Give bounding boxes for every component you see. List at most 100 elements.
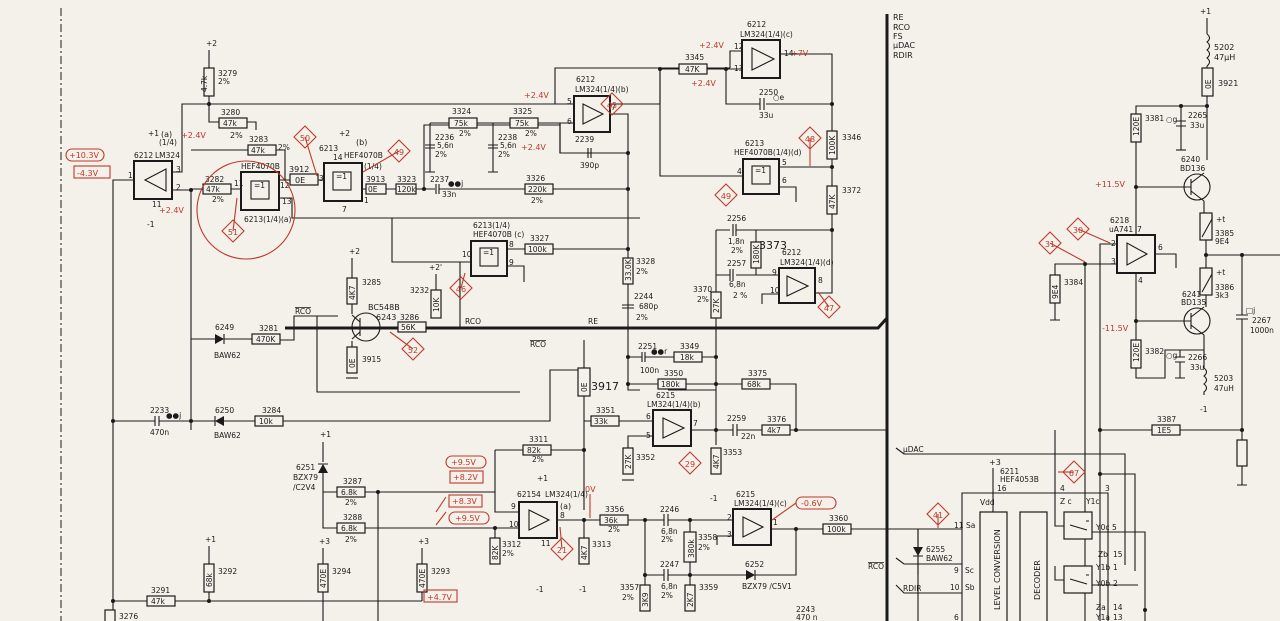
svg-text:2%: 2% [661, 535, 673, 544]
svg-text:6.8k: 6.8k [341, 524, 358, 533]
svg-text:2%: 2% [636, 313, 648, 322]
svg-text:RCO: RCO [295, 307, 311, 316]
svg-text:2236: 2236 [435, 133, 454, 142]
svg-text:36k: 36k [604, 516, 619, 525]
test-point-label: 46 [456, 285, 466, 294]
svg-text:8: 8 [560, 511, 565, 520]
svg-text:470n: 470n [150, 428, 169, 437]
svg-text:4: 4 [737, 167, 742, 176]
svg-text:+8.3V: +8.3V [452, 497, 477, 506]
svg-text:RDIR: RDIR [903, 584, 921, 593]
svg-text:3373: 3373 [759, 239, 787, 252]
svg-text:-1: -1 [147, 220, 155, 229]
svg-text:2233: 2233 [150, 406, 169, 415]
transistor-6240: 6240 BD136 [1136, 155, 1211, 202]
svg-text:Za: Za [1096, 603, 1106, 612]
svg-text:3312: 3312 [502, 540, 521, 549]
svg-text:6255: 6255 [926, 545, 945, 554]
svg-text:2%: 2% [622, 593, 634, 602]
svg-text:RCO: RCO [868, 562, 884, 571]
svg-text:470K: 470K [256, 335, 276, 344]
svg-text:Sc: Sc [965, 566, 974, 575]
svg-text:220k: 220k [528, 185, 547, 194]
svg-text:2: 2 [176, 183, 181, 192]
svg-text:Sb: Sb [965, 583, 975, 592]
test-point-marker-49 [387, 139, 411, 163]
test-point-label: 49 [721, 192, 731, 201]
svg-text:2256: 2256 [727, 214, 746, 223]
svg-text:BZX79 /C5V1: BZX79 /C5V1 [742, 582, 792, 591]
svg-text:33u: 33u [759, 111, 774, 120]
svg-text:6213: 6213 [319, 144, 338, 153]
svg-text:3281: 3281 [259, 324, 278, 333]
svg-text:HEF4070B (c): HEF4070B (c) [473, 230, 524, 239]
svg-text:3294: 3294 [332, 567, 351, 576]
svg-text:3915: 3915 [362, 355, 381, 364]
svg-text:2250: 2250 [759, 88, 778, 97]
svg-text:3384: 3384 [1064, 278, 1083, 287]
svg-text:3357: 3357 [620, 583, 639, 592]
svg-text:470E: 470E [319, 569, 328, 588]
svg-text:-4.3V: -4.3V [77, 169, 99, 178]
svg-text:6213: 6213 [745, 139, 764, 148]
test-point-marker-46 [449, 276, 473, 300]
test-point-marker-52 [401, 337, 425, 361]
svg-text:DECODER: DECODER [1033, 560, 1042, 600]
svg-text:3323: 3323 [397, 175, 416, 184]
svg-text:2266: 2266 [1188, 353, 1207, 362]
svg-text:RE: RE [588, 317, 598, 326]
svg-text:(1/4): (1/4) [159, 138, 177, 147]
svg-text:9: 9 [509, 258, 514, 267]
svg-text:□j: □j [1246, 306, 1255, 315]
svg-text:=1: =1 [755, 166, 766, 175]
svg-text:0V: 0V [585, 485, 596, 494]
svg-text:2246: 2246 [660, 505, 679, 514]
svg-text:2: 2 [727, 513, 732, 522]
svg-text:●●r: ●●r [651, 347, 668, 356]
svg-text:4K7: 4K7 [580, 545, 589, 560]
svg-text:+2.4V: +2.4V [181, 131, 206, 140]
svg-text:-1: -1 [710, 494, 718, 503]
svg-text:RCO: RCO [465, 317, 481, 326]
svg-text:4: 4 [1060, 484, 1065, 493]
svg-text:+2: +2 [349, 247, 360, 256]
svg-text:14: 14 [1113, 603, 1123, 612]
svg-text:LM324(1/4): LM324(1/4) [545, 490, 588, 499]
ic-6215b: 6215 LM324(1/4)(b) 6 5 7 [646, 391, 701, 447]
test-point-leader [232, 197, 238, 232]
svg-text:82K: 82K [491, 544, 500, 560]
svg-text:3291: 3291 [151, 586, 170, 595]
svg-text:6: 6 [782, 176, 787, 185]
svg-text:LM324(1/4)(d): LM324(1/4)(d) [780, 258, 834, 267]
svg-text:2%: 2% [661, 591, 673, 600]
svg-text:6250: 6250 [215, 406, 234, 415]
svg-text:2237: 2237 [430, 175, 449, 184]
svg-text:Sa: Sa [966, 521, 975, 530]
svg-text:47k: 47k [151, 597, 166, 606]
test-point-marker-21 [550, 537, 574, 561]
ic-6213b: =1 6213 (b) HEF4070B (1/4) 3 14 7 1 +2 [319, 129, 383, 214]
test-point-leader [817, 291, 830, 308]
svg-text:2%: 2% [230, 131, 243, 140]
svg-text:3370: 3370 [693, 285, 712, 294]
svg-text:9E4: 9E4 [1051, 284, 1060, 299]
svg-text:100n: 100n [640, 366, 659, 375]
test-point-marker-51 [221, 219, 245, 243]
svg-text:1: 1 [364, 196, 369, 205]
svg-text:0E: 0E [580, 382, 589, 392]
svg-text:11: 11 [234, 179, 244, 188]
svg-text:6213(1/4): 6213(1/4) [473, 221, 510, 230]
svg-text:33u: 33u [1190, 363, 1205, 372]
svg-text:2244: 2244 [634, 292, 653, 301]
svg-text:6.8k: 6.8k [341, 488, 358, 497]
svg-text:2%: 2% [731, 246, 743, 255]
svg-text:3381: 3381 [1145, 114, 1164, 123]
svg-text:3282: 3282 [205, 175, 224, 184]
svg-text:6212: 6212 [576, 75, 595, 84]
test-point-marker-48 [798, 126, 822, 150]
test-point-label: 48 [805, 135, 815, 144]
svg-text:3287: 3287 [343, 477, 362, 486]
svg-text:680p: 680p [639, 302, 658, 311]
svg-text:µDAC: µDAC [903, 445, 924, 454]
svg-text:5202: 5202 [1214, 43, 1234, 52]
